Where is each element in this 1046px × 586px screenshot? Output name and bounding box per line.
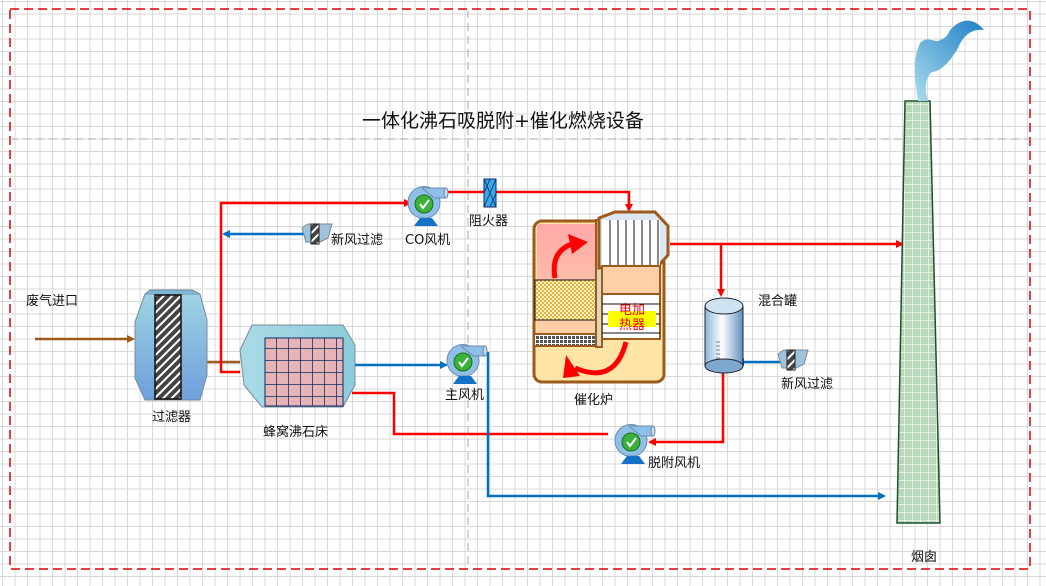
tank-to-desorption-fan-pipe [648,372,725,446]
fresh-air-filter-top-label: 新风过滤 [331,233,384,248]
catalytic-furnace-label: 催化炉 [574,393,614,408]
main-fan-icon [445,343,488,385]
filter-equipment [134,289,208,401]
chimney-equipment [896,100,941,524]
mixing-tank-label: 混合罐 [758,294,798,309]
honeycomb-zeolite-bed-equipment [239,324,356,408]
co-fan-label: CO风机 [405,233,451,248]
desorption-fan-label: 脱附风机 [648,456,701,471]
co-fan-to-furnace-pipe [440,190,633,212]
diagram-title: 一体化沸石吸脱附+催化燃烧设备 [362,110,644,132]
flame-arrester-label: 阻火器 [469,214,509,229]
catalytic-furnace-equipment [532,210,670,384]
bed-to-co-fan-pipe [219,199,412,374]
main-fan-label: 主风机 [445,388,485,403]
electric-heater-label: 电加 热器 [607,303,657,333]
fresh-air-filter-right-label: 新风过滤 [781,377,834,392]
waste-gas-inlet-label: 废气进口 [26,294,79,309]
filter-label: 过滤器 [152,410,192,425]
smoke-plume [914,20,984,101]
fresh-air-filter-top-icon [301,223,333,245]
mixing-tank-equipment [704,297,744,374]
system-boundary [9,8,1031,570]
chimney-label: 烟囱 [911,550,938,565]
co-fan-icon [406,185,449,227]
electric-heater-label-line2: 热器 [618,318,645,333]
electric-heater-label-line1: 电加 [618,303,645,318]
electric-heater-highlight [608,311,656,327]
desorption-fan-to-bed-pipe [352,391,608,436]
fresh-air-filter-right-icon [777,349,809,371]
main-fan-to-chimney-pipe [486,352,886,500]
honeycomb-zeolite-bed-label: 蜂窝沸石床 [263,425,329,440]
